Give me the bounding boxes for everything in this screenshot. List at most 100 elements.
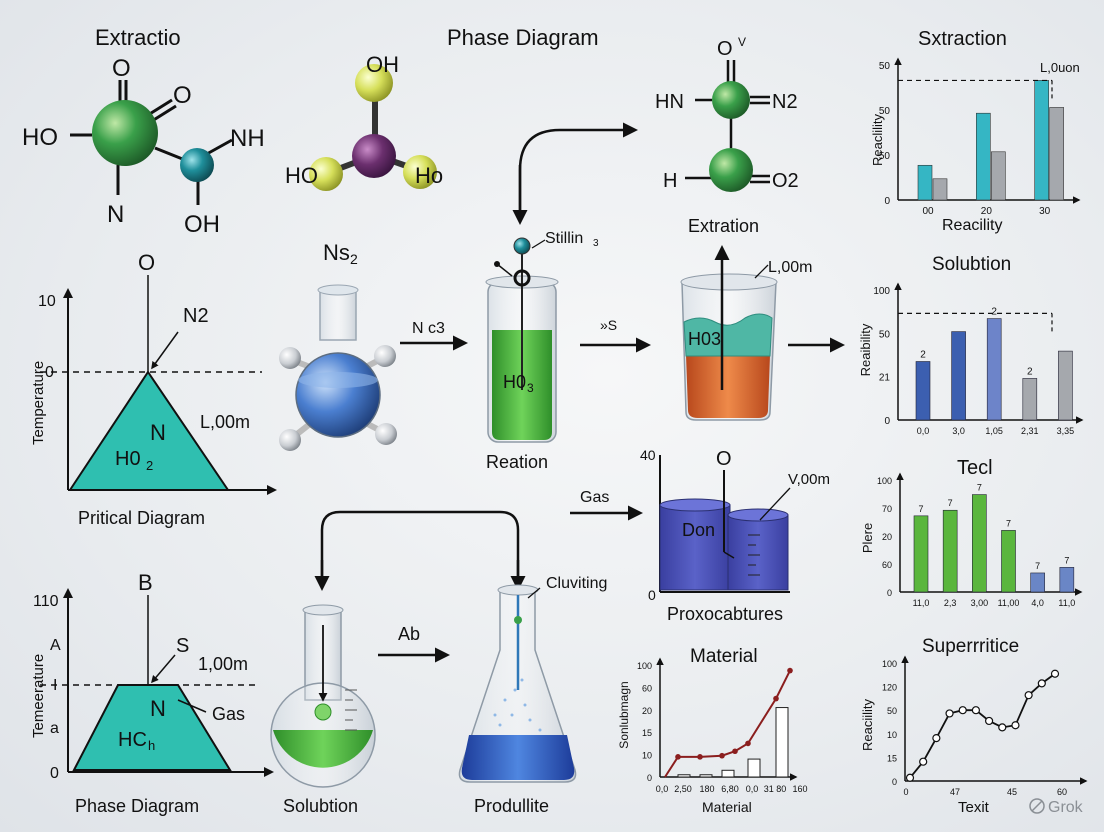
label-ho: Ho — [415, 163, 443, 188]
tank-label: Don — [682, 520, 715, 540]
label-s: S — [176, 635, 189, 657]
tick-label-x: 11,00 — [998, 598, 1020, 608]
phase-diagram-bottom: B 110 A I a 0 Temeerature S 1,00m Gas N … — [30, 570, 274, 816]
tick-label: A — [50, 637, 61, 654]
tick-label-y: 10 — [887, 730, 897, 740]
data-point — [697, 754, 703, 760]
axis-label-y: Reaclility — [870, 113, 885, 166]
data-point — [675, 754, 681, 760]
label-oh: OH — [366, 52, 399, 77]
tick-label-x: 11,0 — [913, 598, 930, 608]
tube-formula-sub: 3 — [527, 381, 534, 395]
label-n: N — [107, 201, 124, 228]
bar — [721, 769, 735, 778]
tick-label-x: 30 — [1039, 206, 1051, 217]
arrow-s-label: »S — [600, 317, 617, 333]
tick-label: a — [50, 720, 59, 737]
label-o: O — [112, 55, 131, 82]
data-point — [1024, 691, 1033, 700]
tick-label-y: 50 — [879, 151, 891, 162]
tick-label-x: 47 — [950, 787, 960, 797]
legend-label: L,0uon — [1040, 60, 1080, 75]
data-label: 7 — [948, 498, 953, 508]
bar — [1001, 530, 1016, 593]
axis-label-x: Material — [702, 799, 752, 815]
tick-label-y: 60 — [882, 560, 892, 570]
beaker-extraction: Extration L,00m H03 — [680, 216, 812, 421]
bar — [976, 112, 991, 201]
tick-label-x: 00 — [922, 206, 934, 217]
tick-label-y: 100 — [637, 661, 652, 671]
bar — [1030, 572, 1045, 593]
label-h-sub: 2 — [146, 458, 153, 473]
round-flask-green: Solubtion — [270, 604, 376, 816]
chart-title: Superrritice — [922, 636, 1019, 657]
data-label: 7 — [977, 483, 982, 493]
molecule-left-title: Extractio — [95, 25, 181, 50]
tick-label: 110 — [33, 593, 59, 610]
tick-label-x: 11,0 — [1058, 598, 1075, 608]
flask-label: Ns — [323, 240, 350, 265]
watermark-text: Grok — [1048, 799, 1084, 816]
label-o: O — [716, 448, 732, 470]
bar — [1022, 378, 1038, 421]
chart-superrritice: Superrritice0151050120100ReaciilityTexit… — [860, 636, 1088, 816]
tick-label-x: 2,31 — [1021, 426, 1039, 436]
chart-title: Sxtraction — [918, 28, 1007, 50]
data-point — [958, 706, 967, 715]
grok-logo-icon — [1029, 798, 1045, 814]
atom-yellow — [309, 157, 343, 191]
label-o: O — [138, 250, 155, 275]
tick-label-x: 45 — [1007, 787, 1017, 797]
tick-label-x: 180 — [699, 784, 714, 794]
flask-label-sub: 2 — [350, 251, 358, 267]
tick-label-x: 60 — [1057, 787, 1067, 797]
atom-yellow — [403, 155, 437, 189]
tick-label-y: 10 — [642, 751, 652, 761]
tank-proxocabtures: 40 0 O V,00m Don Proxocabtures — [640, 447, 830, 624]
tick-label-y: 0 — [647, 773, 652, 783]
tick-label-x: 2,50 — [674, 784, 692, 794]
tick-label-y: 50 — [879, 106, 891, 117]
label-h: H0 — [115, 448, 141, 470]
bar — [951, 331, 966, 421]
tick-label-x: 160 — [792, 784, 807, 794]
bar — [991, 151, 1006, 201]
atom-teal — [180, 148, 214, 182]
data-point — [1011, 721, 1020, 730]
tick-label-x: 3,00 — [971, 598, 989, 608]
axis-label-y: Sonlubmagn — [617, 681, 631, 748]
data-point — [1050, 669, 1060, 678]
chart-material: Material010152060100SonlubmagnMaterial0,… — [617, 646, 808, 815]
stilling-sub: 3 — [593, 238, 599, 249]
axis-label-y: Reaibility — [858, 323, 873, 376]
axis-label-x: Reacility — [942, 217, 1002, 234]
data-point — [932, 733, 941, 743]
bar — [913, 515, 929, 593]
erlenmeyer-caption: Produllite — [474, 796, 549, 816]
watermark: Grok — [1029, 798, 1084, 816]
round-flask-blue: Ns 2 — [279, 240, 397, 451]
bar — [699, 774, 713, 778]
beaker-formula: H03 — [688, 329, 721, 349]
axis-label-y: Temperature — [30, 361, 47, 445]
tick-label-y: 0 — [887, 588, 892, 598]
label-n2: N2 — [772, 91, 798, 113]
data-point — [998, 723, 1007, 732]
beaker-title: Extration — [688, 216, 759, 236]
tick-label-x: 6,80 — [721, 784, 739, 794]
bar — [986, 318, 1002, 421]
erlenmeyer-flask: Cluviting Produllite — [458, 575, 607, 816]
reaction-caption: Reation — [486, 452, 548, 472]
tick-label-y: 0 — [884, 196, 890, 207]
label-oh: OH — [184, 211, 220, 238]
label-h-sub: h — [148, 738, 155, 753]
tick-label-x: 0,0 — [917, 426, 930, 436]
bar — [972, 494, 987, 593]
label-b: B — [138, 570, 153, 595]
test-tube-reaction: Stillin 3 H0 3 Reation — [485, 230, 599, 472]
tick-label-x: 31 80 — [764, 784, 787, 794]
data-point — [1037, 679, 1046, 688]
